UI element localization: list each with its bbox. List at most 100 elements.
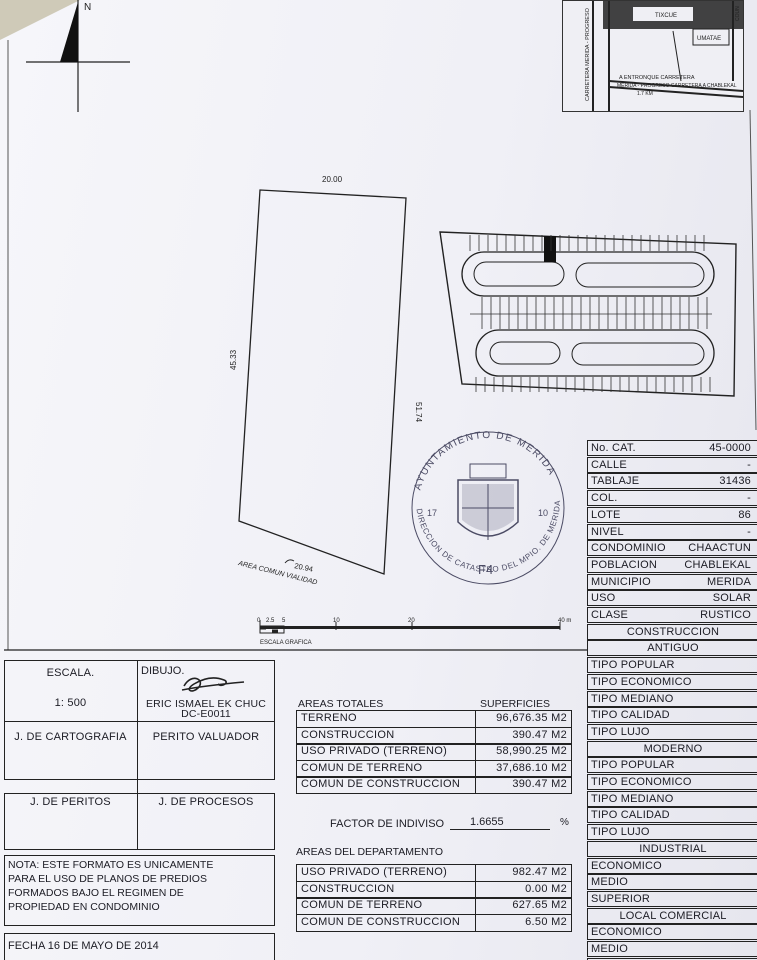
cadastral-key: MEDIO xyxy=(591,876,629,889)
title-block xyxy=(4,660,275,780)
cadastral-section: INDUSTRIAL xyxy=(639,842,707,855)
cadastral-key: ECONOMICO xyxy=(591,859,662,872)
cadastral-key: CLASE xyxy=(591,609,629,621)
map-label-distance: 1.7 KM xyxy=(637,91,653,97)
cadastral-key: ECONOMICO xyxy=(591,926,662,939)
area-row-label: CONSTRUCCION xyxy=(301,728,395,741)
dibujo-label: DIBUJO. xyxy=(141,665,185,677)
cadastral-value: MERIDA xyxy=(707,575,751,588)
scale-tick-0: 0 xyxy=(257,618,261,624)
map-label-umatae: UMATAE xyxy=(697,36,721,42)
cadastral-key: TIPO LUJO xyxy=(591,725,650,738)
cadastral-row: INDUSTRIAL xyxy=(587,840,757,857)
cadastral-row: TIPO CALIDAD xyxy=(587,707,757,724)
procesos-label: J. DE PROCESOS xyxy=(158,796,254,808)
seal-right-mark: 10 xyxy=(538,508,548,518)
cadastral-value: CHABLEKAL xyxy=(684,558,751,571)
area-row-label: COMUN DE TERRENO xyxy=(301,761,423,774)
cadastral-row: MEDIO xyxy=(587,874,757,891)
dim-left: 45.33 xyxy=(229,349,238,370)
location-map: TIXCUE CARRETERA MERIDA - PROGRESO A ENT… xyxy=(562,0,744,112)
cadastral-key: TIPO ECONOMICO xyxy=(591,776,692,788)
scale-tick-1: 2.5 xyxy=(266,618,275,624)
factor-unit: % xyxy=(560,817,569,828)
dim-top: 20.00 xyxy=(322,175,343,184)
area-row-label: TERRENO xyxy=(301,712,357,724)
scale-tick-4: 20 xyxy=(408,618,415,624)
cadastral-row: TABLAJE 31436 xyxy=(587,473,757,490)
north-arrow-icon: N xyxy=(26,0,130,112)
perito-label: PERITO VALUADOR xyxy=(152,731,260,743)
seal-left-mark: 17 xyxy=(427,508,437,518)
map-label-entronque: A ENTRONQUE CARRETERA xyxy=(619,75,695,81)
cadastral-row: NIVEL - xyxy=(587,523,757,540)
peritos-label: J. DE PERITOS xyxy=(30,796,111,808)
area-row-label: CONSTRUCCION xyxy=(301,882,395,895)
cadastral-key: TIPO POPULAR xyxy=(591,659,675,672)
cadastral-section: ANTIGUO xyxy=(647,642,699,655)
superficies-header: SUPERFICIES xyxy=(480,698,551,710)
dim-bottom: 20.94 xyxy=(294,561,314,574)
condominium-layout xyxy=(439,231,737,397)
cadastral-key: TABLAJE xyxy=(591,475,640,488)
map-label-road: CARRETERA MERIDA - PROGRESO xyxy=(585,7,591,101)
cadastral-key: TIPO POPULAR xyxy=(591,759,675,772)
area-row-label: USO PRIVADO (TERRENO) xyxy=(301,866,448,878)
cadastral-value: 31436 xyxy=(719,475,751,488)
nota-text: NOTA: ESTE FORMATO ES UNICAMENTE PARA EL… xyxy=(8,859,214,913)
svg-text:N: N xyxy=(84,2,91,13)
cadastral-row: SUPERIOR xyxy=(587,890,757,907)
cadastral-key: COL. xyxy=(591,492,618,505)
area-row-label: USO PRIVADO (TERRENO) xyxy=(301,745,448,758)
cadastral-row: TIPO MEDIANO xyxy=(587,690,757,707)
nota-box xyxy=(4,855,275,926)
area-row-label: COMUN DE CONSTRUCCION xyxy=(301,915,461,928)
cadastral-key: POBLACION xyxy=(591,558,657,571)
cartografia-label: J. DE CARTOGRAFIA xyxy=(14,731,127,743)
scale-bar: 0 2.5 5 10 20 40 m ESCALA GRAFICA xyxy=(257,618,571,646)
cadastral-key: TIPO LUJO xyxy=(591,826,650,839)
cadastral-key: CONDOMINIO xyxy=(591,542,666,555)
cadastral-row: TIPO CALIDAD xyxy=(587,807,757,824)
cadastral-value: 86 xyxy=(738,508,751,521)
cadastral-row: CONSTRUCCION xyxy=(587,623,757,640)
map-label-tixcue: TIXCUE xyxy=(655,13,677,19)
cadastral-key: No. CAT. xyxy=(591,442,636,454)
cadastral-row: No. CAT.45-0000 xyxy=(587,440,757,456)
cadastral-value: SOLAR xyxy=(712,592,751,605)
area-comun-label: AREA COMUN VIALIDAD xyxy=(237,560,318,587)
scale-label: ESCALA GRAFICA xyxy=(260,640,312,646)
cadastral-row: TIPO LUJO xyxy=(587,824,757,841)
cadastral-value: RUSTICO xyxy=(700,609,751,621)
cadastral-section: MODERNO xyxy=(643,742,703,755)
cadastral-key: USO xyxy=(591,592,616,605)
cadastral-row: ECONOMICO xyxy=(587,857,757,874)
cadastral-key: TIPO CALIDAD xyxy=(591,809,670,822)
municipal-seal: AYUNTAMIENTO DE MERIDA DIRECCION DE CATA… xyxy=(411,430,565,585)
factor-label: FACTOR DE INDIVISO xyxy=(330,818,445,830)
cadastral-key: TIPO MEDIANO xyxy=(591,692,674,705)
cadastral-section: CONSTRUCCION xyxy=(626,625,720,638)
area-row-value: 390.47 M2 xyxy=(512,728,567,741)
cadastral-key: NIVEL xyxy=(591,525,624,538)
cadastral-row: TIPO POPULAR xyxy=(587,757,757,774)
peritos-box xyxy=(4,793,275,850)
cadastral-row: TIPO POPULAR xyxy=(587,657,757,674)
map-label-carretera: MERIDA - PROGRESO CARRETERA A CHABLEKAL xyxy=(617,83,737,89)
cadastral-row: MEDIO xyxy=(587,941,757,957)
cadastral-value: - xyxy=(747,492,751,505)
cadastral-row: TIPO ECONOMICO xyxy=(587,774,757,790)
cadastral-value: - xyxy=(747,525,751,538)
scale-tick-2: 5 xyxy=(282,618,286,624)
cadastral-row: CALLE- xyxy=(587,456,757,473)
escala-label: ESCALA. xyxy=(46,667,95,679)
